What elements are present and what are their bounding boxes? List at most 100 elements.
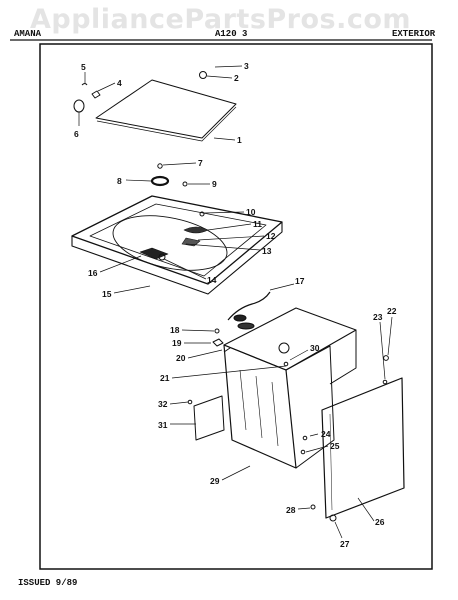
front-cabinet-29 — [223, 344, 297, 469]
clip-18 — [214, 328, 220, 334]
header-brand: AMANA — [14, 29, 42, 39]
callout-13: 13 — [262, 246, 272, 256]
deck-hole — [278, 342, 290, 354]
hinge-6 — [73, 99, 85, 113]
callout-30: 30 — [310, 343, 320, 353]
callout-2: 2 — [234, 73, 239, 83]
callout-8: 8 — [117, 176, 122, 186]
leader-28 — [297, 507, 311, 510]
leader-11 — [207, 223, 252, 231]
leader-26 — [357, 497, 375, 522]
rear-panel-26 — [321, 377, 405, 519]
callout-17: 17 — [295, 276, 305, 286]
leader-4 — [97, 82, 116, 92]
lid-panel — [95, 79, 237, 139]
leader-3 — [214, 65, 243, 68]
lid-switch-11 — [183, 226, 209, 234]
leader-23 — [379, 321, 386, 380]
callout-29: 29 — [210, 476, 220, 486]
leader-13 — [185, 243, 261, 251]
leader-21 — [171, 365, 287, 379]
bumper-7 — [157, 163, 163, 169]
screw-20 — [223, 347, 231, 353]
leader-29 — [221, 465, 251, 481]
spring-5 — [81, 83, 88, 86]
callout-31: 31 — [158, 420, 168, 430]
callout-24: 24 — [321, 429, 331, 439]
leader-25 — [305, 445, 329, 453]
leader-15 — [113, 285, 151, 294]
leader-8 — [125, 179, 152, 182]
callout-22: 22 — [387, 306, 397, 316]
screw-14 — [158, 253, 166, 261]
leader-7 — [162, 162, 197, 166]
lid-edge — [96, 106, 237, 142]
callout-9: 9 — [212, 179, 217, 189]
top-cover-rim — [89, 203, 267, 277]
screw-28 — [310, 504, 316, 510]
header-model: A120 3 — [215, 29, 248, 39]
screw-10 — [199, 211, 205, 217]
front-panel-crease-1 — [239, 369, 247, 431]
clip-23 — [382, 379, 388, 385]
top-cover-skirt — [71, 222, 283, 295]
callout-7: 7 — [198, 158, 203, 168]
leader-2 — [206, 75, 233, 79]
callout-1: 1 — [237, 135, 242, 145]
callout-18: 18 — [170, 325, 180, 335]
leader-30 — [289, 349, 309, 361]
leader-10 — [203, 211, 245, 214]
callout-11: 11 — [253, 219, 262, 229]
callout-20: 20 — [176, 353, 186, 363]
leader-1 — [213, 137, 236, 141]
clip-32 — [187, 399, 193, 405]
callout-23: 23 — [373, 312, 383, 322]
tub-opening — [112, 215, 228, 271]
callout-27: 27 — [340, 539, 350, 549]
leader-20 — [187, 349, 223, 359]
leader-22 — [387, 316, 393, 356]
harness-connector — [233, 314, 247, 322]
callout-21: 21 — [160, 373, 170, 383]
foot-27 — [329, 514, 337, 522]
seal-8 — [150, 175, 170, 187]
diagram-border — [39, 43, 433, 570]
leader-17 — [269, 283, 295, 291]
callout-32: 32 — [158, 399, 168, 409]
harness-17 — [227, 291, 271, 321]
issued-date: ISSUED 9/89 — [18, 578, 78, 588]
screw-24 — [302, 435, 308, 441]
leader-18 — [181, 329, 215, 332]
clip-19 — [212, 338, 224, 347]
callout-6: 6 — [74, 129, 79, 139]
hinge-pin-4 — [91, 90, 101, 99]
callout-3: 3 — [244, 61, 249, 71]
callout-26: 26 — [375, 517, 385, 527]
screw-25 — [300, 449, 306, 455]
cabinet-side — [285, 345, 335, 469]
callout-10: 10 — [246, 207, 256, 217]
callout-14: 14 — [207, 275, 217, 285]
callout-12: 12 — [266, 231, 276, 241]
toe-panel-31 — [193, 395, 225, 441]
leader-14 — [163, 258, 207, 280]
callout-4: 4 — [117, 78, 122, 88]
screw-22 — [383, 355, 389, 361]
front-panel-crease-2 — [255, 375, 263, 439]
front-panel-crease-3 — [271, 381, 279, 447]
header-section: EXTERIOR — [392, 29, 436, 39]
callout-5: 5 — [81, 62, 86, 72]
leader-24 — [309, 433, 319, 437]
leader-12 — [197, 235, 265, 241]
hinge-bumper-2 — [199, 71, 207, 79]
callout-19: 19 — [172, 338, 182, 348]
leader-16 — [99, 255, 142, 273]
callout-25: 25 — [330, 441, 340, 451]
callout-28: 28 — [286, 505, 296, 515]
leader-32 — [169, 401, 189, 405]
harness-plug — [237, 322, 255, 330]
leader-27 — [334, 521, 343, 539]
callout-16: 16 — [88, 268, 98, 278]
